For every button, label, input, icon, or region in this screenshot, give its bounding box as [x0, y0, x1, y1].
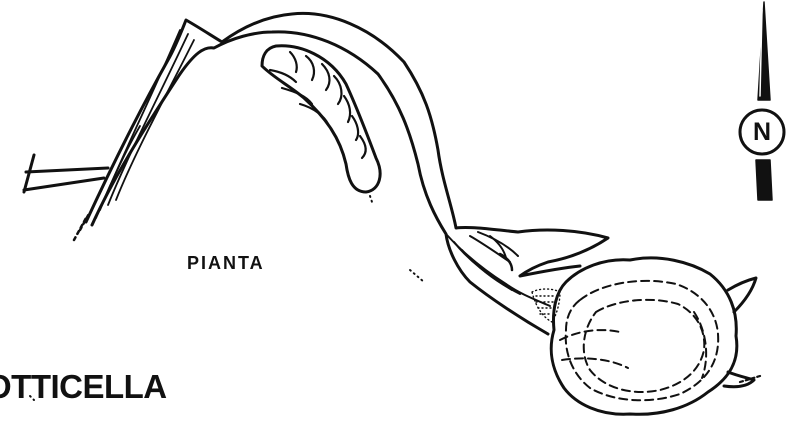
north-letter: N: [743, 120, 781, 145]
north-arrow: [740, 2, 784, 200]
chamber-name-label: OTTICELLA: [0, 370, 167, 403]
side-gallery: [262, 46, 380, 192]
west-entrance-passage: [24, 155, 108, 240]
grotticella-chamber: [551, 258, 760, 414]
plan-label: PIANTA: [187, 254, 265, 272]
